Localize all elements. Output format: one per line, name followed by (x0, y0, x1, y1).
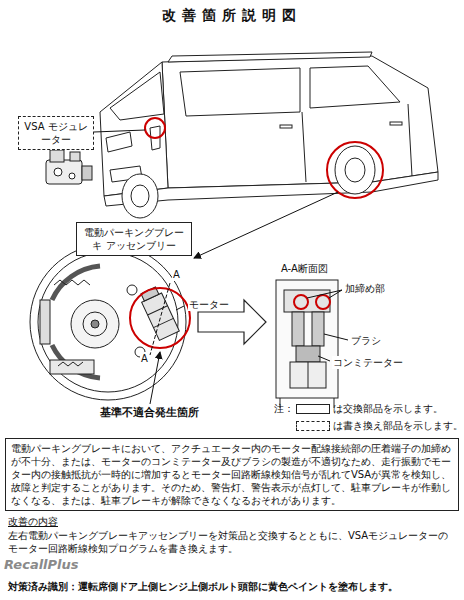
improvement-text: 左右電動パーキングブレーキアッセンブリーを対策品と交換するとともに、VSAモジュ… (8, 529, 456, 555)
page-title: 改善箇所説明図 (0, 6, 464, 24)
watermark: RecallPlus (4, 557, 79, 574)
leader-line (194, 192, 338, 258)
highlight-circle (327, 142, 383, 198)
box-text: 電動パーキングブレーキ アッセンブリー (82, 226, 186, 252)
leader-line (176, 306, 184, 310)
part-label: ブラシ (350, 334, 382, 347)
part-label: モーター (188, 298, 230, 311)
highlight-circle (316, 295, 330, 309)
section-line (150, 283, 170, 355)
section-mark: A (172, 268, 181, 281)
part-label: コンミテーター (332, 356, 404, 369)
leader-line (307, 290, 342, 298)
leader-line (324, 334, 348, 340)
dashed-box: VSA モジュレーター (18, 116, 94, 150)
section-mark: A (140, 352, 149, 365)
defect-label: 基準不適合発生箇所 (100, 406, 199, 420)
section-drawing (276, 280, 338, 408)
view-title: A-A断面図 (280, 262, 329, 275)
section-heading: 改善の内容 (8, 515, 58, 528)
note-label: 注： (274, 402, 294, 415)
highlight-circle (145, 118, 165, 138)
vsa-modulator-drawing (46, 150, 92, 184)
legend-sample (296, 404, 330, 414)
car-drawing (100, 52, 438, 218)
box-text: 電動パーキングブレーキにおいて、アクチュエーター内のモーター配線接続部の圧着端子… (11, 442, 453, 507)
leader-line (94, 130, 145, 132)
legend-row: は書き換え部品を示します。 (296, 419, 463, 433)
highlight-circle (294, 295, 308, 309)
leader-line (318, 356, 330, 361)
description-box: 電動パーキングブレーキにおいて、アクチュエーター内のモーター配線接続部の圧着端子… (5, 438, 459, 511)
identification-note: 対策済み識別：運転席側ドア上側ヒンジ上側ボルト頭部に黄色ペイントを塗布します。 (8, 580, 460, 593)
part-box: 電動パーキングブレーキ アッセンブリー (76, 222, 192, 256)
box-text: VSA モジュレーター (24, 120, 88, 146)
leader-line (329, 290, 342, 298)
brake-drawing (30, 244, 186, 400)
part-label: 加締め部 (344, 282, 386, 295)
legend-text: は交換部品を示します。 (333, 402, 443, 416)
legend-text: は書き換え部品を示します。 (333, 419, 463, 433)
legend-sample (296, 421, 330, 431)
leader-line (150, 352, 160, 404)
legend-row: は交換部品を示します。 (296, 402, 443, 416)
